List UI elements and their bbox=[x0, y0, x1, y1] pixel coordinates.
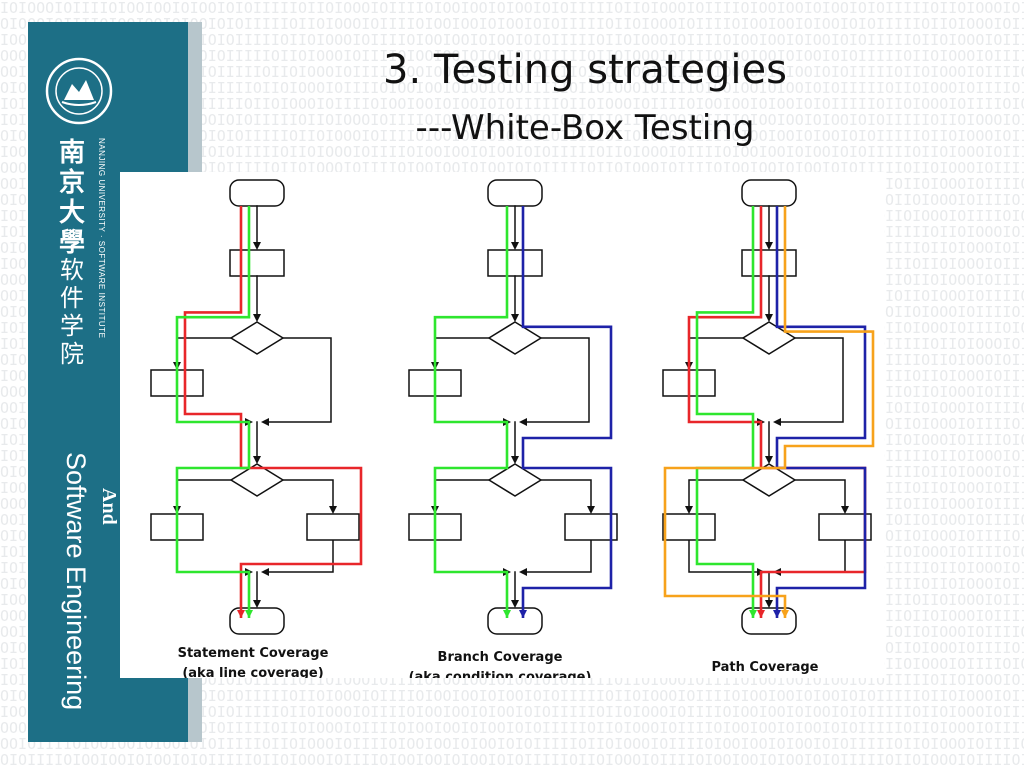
branch-edge-box1-merge bbox=[434, 396, 507, 423]
statement-edge-decision1-right bbox=[265, 337, 332, 423]
path-branch-box-3 bbox=[818, 513, 872, 541]
branch-decision-1 bbox=[487, 321, 543, 355]
path-left-right-path bbox=[687, 206, 867, 618]
path-edge-decision1-right bbox=[777, 337, 844, 423]
path-edge-box2-merge bbox=[688, 540, 761, 573]
statement-left-right-path-arrow bbox=[237, 610, 245, 618]
path-right-left-path-arrow bbox=[781, 610, 789, 618]
caption-branch-title: Branch Coverage bbox=[437, 650, 563, 665]
branch-arrow-8 bbox=[587, 506, 595, 514]
path-right-left-path bbox=[663, 206, 875, 618]
path-arrow-7 bbox=[685, 506, 693, 514]
statement-left-left-path-arrow bbox=[245, 610, 253, 618]
branch-arrow-2 bbox=[511, 314, 519, 322]
path-edge-decision2-left bbox=[688, 479, 743, 508]
statement-edge-decision2-right bbox=[283, 479, 334, 508]
caption-statement-note: (aka line coverage) bbox=[182, 666, 324, 678]
path-arrow-6 bbox=[765, 456, 773, 464]
statement-start-node bbox=[229, 179, 285, 207]
statement-left-left-path bbox=[175, 206, 251, 618]
school-name-en: NANJING UNIVERSITY · SOFTWARE INSTITUTE bbox=[97, 138, 106, 339]
branch-right-right-path bbox=[521, 206, 613, 618]
branch-arrow-4 bbox=[519, 418, 527, 426]
branch-process-node bbox=[487, 249, 543, 277]
branch-arrow-1 bbox=[511, 242, 519, 250]
path-left-right-path-arrow bbox=[757, 610, 765, 618]
branch-right-right-path-arrow bbox=[519, 610, 527, 618]
branch-edge-box3-merge bbox=[523, 540, 592, 573]
statement-arrow-6 bbox=[253, 456, 261, 464]
statement-decision-1 bbox=[229, 321, 285, 355]
branch-edge-decision1-left bbox=[434, 337, 489, 364]
branch-left-left-path bbox=[433, 206, 509, 618]
caption-branch: Branch Coverage (aka condition coverage) bbox=[380, 648, 620, 678]
caption-path: Path Coverage bbox=[650, 658, 880, 678]
branch-edge-decision1-right bbox=[523, 337, 590, 423]
path-start-node bbox=[741, 179, 797, 207]
path-left-left-path-arrow bbox=[749, 610, 757, 618]
statement-edge-box1-merge bbox=[176, 396, 249, 423]
path-arrow-11 bbox=[765, 600, 773, 608]
branch-arrow-6 bbox=[511, 456, 519, 464]
path-decision-2 bbox=[741, 463, 797, 497]
statement-edge-decision2-left bbox=[176, 479, 231, 508]
branch-left-left-path-arrow bbox=[503, 610, 511, 618]
statement-arrow-2 bbox=[253, 314, 261, 322]
statement-process-node bbox=[229, 249, 285, 277]
statement-edge-box2-merge bbox=[176, 540, 249, 573]
statement-branch-box-3 bbox=[306, 513, 360, 541]
path-left-left-path bbox=[695, 206, 755, 618]
caption-statement: Statement Coverage (aka line coverage) bbox=[138, 644, 368, 678]
branch-edge-decision2-right bbox=[541, 479, 592, 508]
course-name: Software Engineering bbox=[61, 452, 91, 711]
course-name-and: And bbox=[98, 488, 120, 525]
coverage-flowcharts bbox=[150, 179, 875, 635]
statement-decision-2 bbox=[229, 463, 285, 497]
branch-end-node bbox=[487, 607, 543, 635]
path-right-right-path-arrow bbox=[773, 610, 781, 618]
statement-arrow-1 bbox=[253, 242, 261, 250]
statement-arrow-10 bbox=[261, 568, 269, 576]
slide-title: 3. Testing strategies bbox=[383, 47, 787, 93]
path-arrow-8 bbox=[841, 506, 849, 514]
branch-decision-2 bbox=[487, 463, 543, 497]
caption-statement-title: Statement Coverage bbox=[177, 646, 329, 661]
university-seal-icon bbox=[45, 57, 113, 125]
path-edge-box1-merge bbox=[688, 396, 761, 423]
path-right-right-path bbox=[775, 206, 867, 618]
statement-left-right-path bbox=[183, 206, 363, 618]
path-branch-box-2 bbox=[662, 513, 716, 541]
slide-subtitle: ---White-Box Testing bbox=[415, 108, 755, 148]
statement-arrow-8 bbox=[329, 506, 337, 514]
institute-name-cn: 软件学院 bbox=[60, 256, 84, 368]
path-edge-box3-merge bbox=[777, 540, 846, 573]
caption-branch-note: (aka condition coverage) bbox=[408, 670, 592, 678]
path-arrow-4 bbox=[773, 418, 781, 426]
branch-arrow-10 bbox=[519, 568, 527, 576]
path-arrow-2 bbox=[765, 314, 773, 322]
path-edge-decision2-right bbox=[795, 479, 846, 508]
branch-branch-box-3 bbox=[564, 513, 618, 541]
branch-edge-decision2-left bbox=[434, 479, 489, 508]
path-arrow-1 bbox=[765, 242, 773, 250]
statement-arrow-4 bbox=[261, 418, 269, 426]
coverage-diagram: Statement Coverage (aka line coverage) B… bbox=[120, 172, 884, 678]
caption-path-title: Path Coverage bbox=[711, 660, 819, 675]
branch-edge-box2-merge bbox=[434, 540, 507, 573]
statement-arrow-11 bbox=[253, 600, 261, 608]
path-process-node bbox=[741, 249, 797, 277]
statement-edge-box3-merge bbox=[265, 540, 334, 573]
branch-start-node bbox=[487, 179, 543, 207]
school-name-cn: 南京大學 bbox=[58, 138, 85, 258]
branch-arrow-11 bbox=[511, 600, 519, 608]
